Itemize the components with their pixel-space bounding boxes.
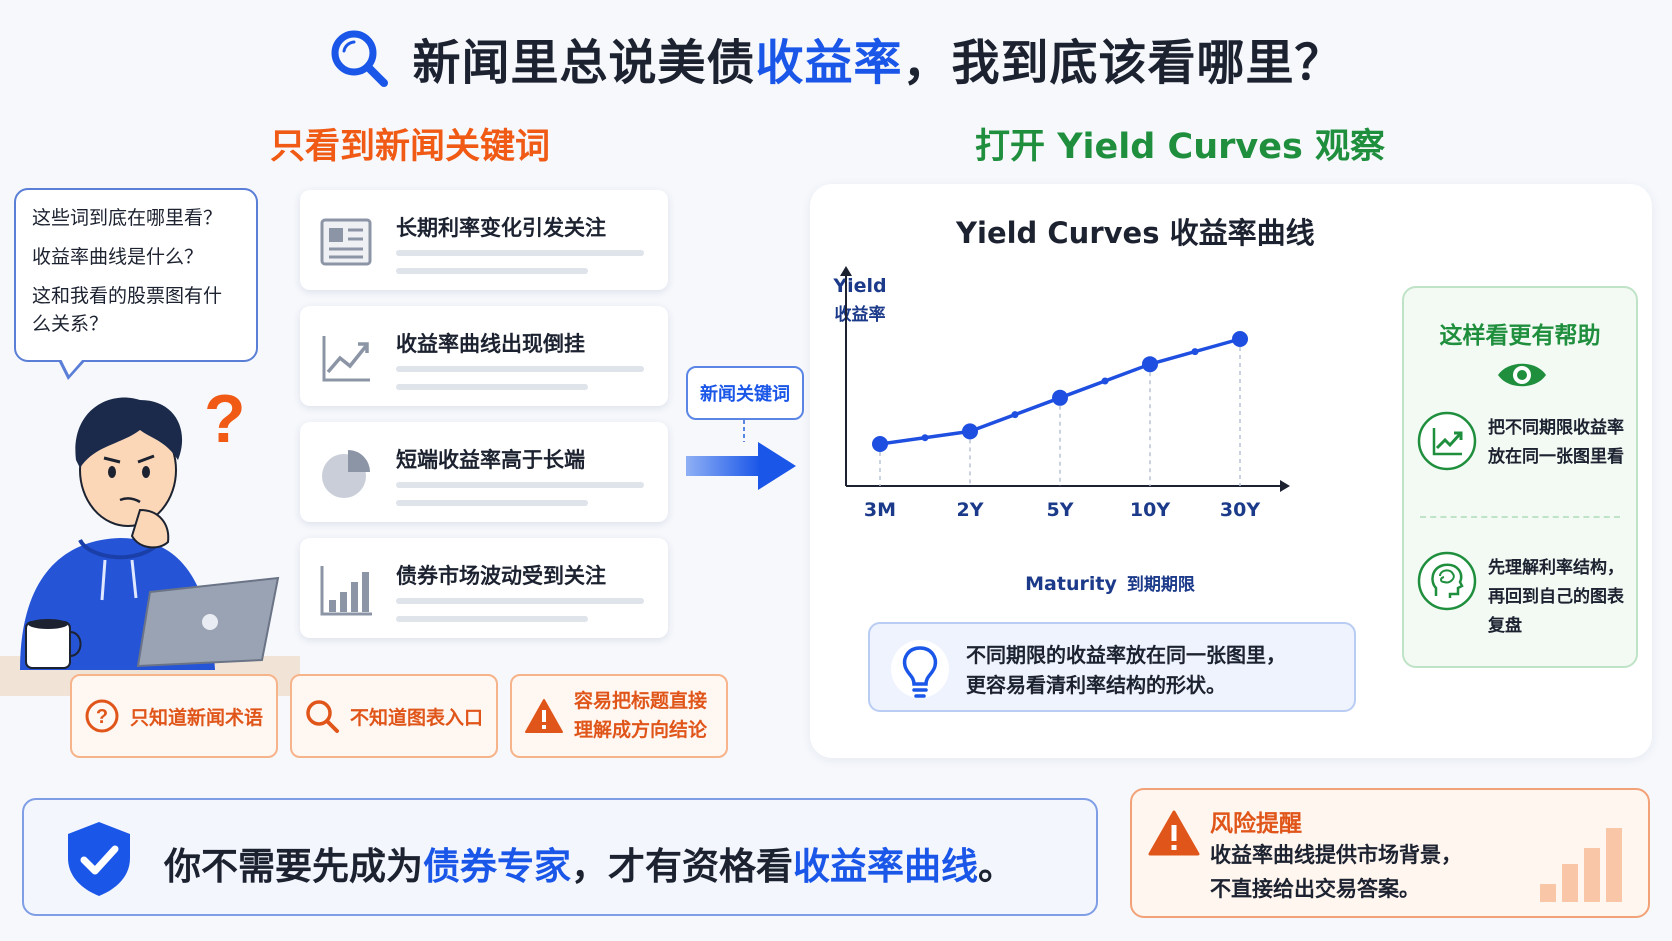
curve-midpoint [921, 434, 929, 442]
chart-title: Yield Curves 收益率曲线 [956, 216, 1315, 250]
tag-label: 只知道新闻术语 [130, 706, 264, 729]
news-card-label: 长期利率变化引发关注 [396, 216, 606, 240]
brain-head-icon [1417, 551, 1477, 611]
tag-item: 容易把标题直接 理解成方向结论 [510, 674, 728, 758]
arrow-right-icon [686, 420, 796, 490]
tag-label: 容易把标题直接 理解成方向结论 [574, 690, 708, 741]
curve-midpoint [1011, 411, 1019, 419]
reassurance-banner: 你不需要先成为债券专家，才有资格看收益率曲线。 [22, 798, 1098, 916]
confused-person-illustration: ? [0, 381, 300, 696]
line-chart-icon [322, 336, 370, 382]
data-point [1232, 331, 1248, 347]
news-card-label: 收益率曲线出现倒挂 [396, 332, 585, 356]
keyword-label: 新闻关键词 [686, 366, 804, 420]
tip-text: 不同期限的收益率放在同一张图里， 更容易看清利率结构的形状。 [966, 643, 1286, 697]
news-card: 收益率曲线出现倒挂 [300, 306, 668, 406]
x-tick-label: 2Y [957, 499, 984, 521]
search-icon [306, 700, 339, 733]
news-card: 债券市场波动受到关注 [300, 538, 668, 638]
help-panel: 这样看更有帮助 把不同期限收益率 放在同一张图里看 先理解利率结构， 再回到自己… [1402, 286, 1638, 668]
risk-text: 收益率曲线提供市场背景， 不直接给出交易答案。 [1210, 843, 1462, 901]
bar-chart-icon [320, 566, 372, 616]
newspaper-icon [320, 218, 372, 266]
right-heading: 打开 Yield Curves 观察 [975, 127, 1385, 167]
help-title: 这样看更有帮助 [1439, 323, 1601, 349]
x-tick-label: 10Y [1130, 499, 1170, 521]
trend-chart-icon [1417, 411, 1477, 471]
shield-check-icon [68, 822, 130, 896]
y-axis-label-en: Yield [832, 275, 886, 297]
help-item: 把不同期限收益率 放在同一张图里看 [1488, 418, 1624, 467]
bubble-line: 收益率曲线是什么？ [32, 246, 204, 268]
tag-item: 不知道图表入口 [290, 674, 498, 758]
news-card-label: 债券市场波动受到关注 [396, 564, 606, 588]
data-point [1052, 389, 1068, 406]
x-tick-label: 3M [864, 499, 896, 521]
x-tick-label: 5Y [1047, 499, 1074, 521]
news-card: 短端收益率高于长端 [300, 422, 668, 522]
risk-title: 风险提醒 [1210, 811, 1302, 837]
tag-label: 不知道图表入口 [350, 706, 484, 729]
tip-box: 不同期限的收益率放在同一张图里， 更容易看清利率结构的形状。 [868, 622, 1356, 712]
data-point [962, 423, 978, 440]
eye-icon [1498, 363, 1546, 387]
news-card: 长期利率变化引发关注 [300, 190, 668, 290]
question-circle-icon: ? [85, 699, 119, 733]
bubble-line: 这和我看的股票图有什么关系？ [32, 285, 223, 335]
banner-text: 你不需要先成为债券专家，才有资格看收益率曲线。 [164, 845, 1015, 888]
risk-box: 风险提醒 收益率曲线提供市场背景， 不直接给出交易答案。 [1130, 788, 1650, 918]
curve-midpoint [1191, 348, 1199, 356]
bubble-line: 这些词到底在哪里看？ [32, 207, 223, 229]
page-title: 新闻里总说美债收益率，我到底该看哪里？ [412, 35, 1344, 91]
x-tick-label: 30Y [1220, 499, 1260, 521]
x-axis-arrow [1280, 480, 1290, 492]
tag-item: ? 只知道新闻术语 [70, 674, 278, 758]
left-heading: 只看到新闻关键词 [269, 127, 550, 167]
question-bubble: 这些词到底在哪里看？ 收益率曲线是什么？ 这和我看的股票图有什么关系？ [14, 188, 258, 380]
news-card-label: 短端收益率高于长端 [396, 448, 585, 472]
warning-icon [525, 699, 563, 733]
y-axis-arrow [840, 266, 852, 276]
svg-text:?: ? [204, 381, 246, 457]
curve-midpoint [1101, 377, 1109, 385]
warning-icon [1148, 810, 1200, 856]
svg-text:?: ? [96, 706, 108, 728]
lightbulb-icon [891, 640, 949, 698]
page-title-row: 新闻里总说美债收益率，我到底该看哪里？ [0, 18, 1672, 98]
data-point [872, 436, 888, 452]
y-axis-label-zh: 收益率 [835, 304, 886, 325]
help-item: 先理解利率结构， 再回到自己的图表 复盘 [1488, 558, 1624, 636]
pie-chart-icon [322, 450, 370, 498]
bar-chart-decor-icon [1540, 828, 1622, 902]
data-point [1142, 356, 1158, 373]
search-icon [331, 30, 389, 87]
